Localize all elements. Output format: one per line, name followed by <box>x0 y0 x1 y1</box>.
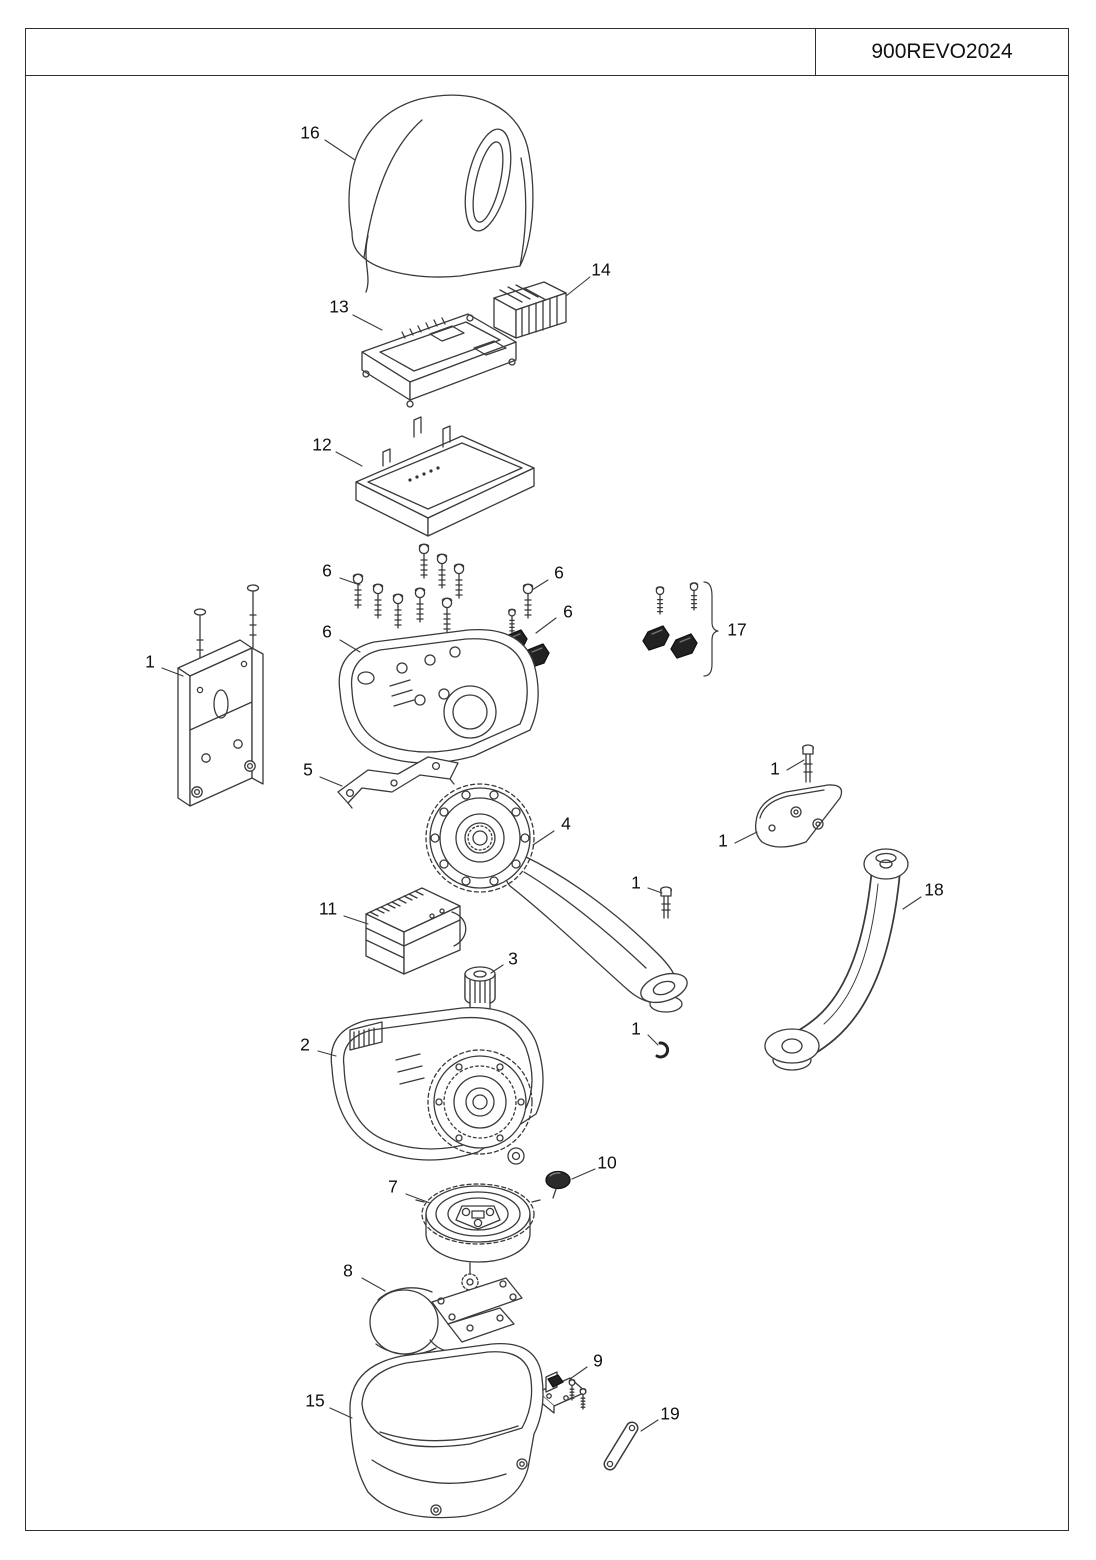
part-18-curved-arm <box>765 849 908 1070</box>
part-1-c-clip <box>657 1043 668 1057</box>
part-13-control-board <box>362 314 516 407</box>
callout-label-2: 2 <box>300 1034 310 1055</box>
callout-label-16: 16 <box>300 122 320 143</box>
part-4-output-gear-arm <box>426 784 691 1012</box>
part-1-wall-bracket <box>178 585 263 806</box>
part-6-upper-housing <box>339 630 538 763</box>
callout-label-1e: 1 <box>631 1018 641 1039</box>
callout-label-1c: 1 <box>718 830 728 851</box>
callout-label-11: 11 <box>318 898 338 919</box>
callout-label-12: 12 <box>312 434 332 455</box>
title-box-divider <box>815 28 816 75</box>
callout-label-1a: 1 <box>145 651 155 672</box>
callout-label-13: 13 <box>329 296 349 317</box>
callout-label-6b: 6 <box>554 562 564 583</box>
callout-label-18: 18 <box>924 879 944 900</box>
part-1-arm-bracket <box>756 785 842 847</box>
callout-label-17: 17 <box>727 619 747 640</box>
callout-label-6d: 6 <box>322 621 332 642</box>
part-17-cam-kit <box>642 582 718 676</box>
callout-label-9: 9 <box>593 1350 603 1371</box>
part-15-bottom-cover <box>350 1344 543 1518</box>
callout-label-7: 7 <box>388 1176 398 1197</box>
callout-label-6c: 6 <box>563 601 573 622</box>
screw-item-1-mid <box>661 887 672 918</box>
screw-set <box>352 543 534 633</box>
callout-label-8: 8 <box>343 1260 353 1281</box>
callout-label-19: 19 <box>660 1403 680 1424</box>
part-10-cap <box>546 1172 570 1199</box>
callout-label-1d: 1 <box>631 872 641 893</box>
part-2-gearbox-housing <box>331 1008 543 1164</box>
part-1-screw-right <box>803 745 814 782</box>
part-11-transformer <box>366 888 466 974</box>
leader-lines <box>162 140 921 1431</box>
part-9-switch-bracket <box>538 1372 586 1413</box>
callout-label-3: 3 <box>508 948 518 969</box>
callout-label-1b: 1 <box>770 758 780 779</box>
callout-label-4: 4 <box>561 813 571 834</box>
callout-label-6a: 6 <box>322 560 332 581</box>
document-title: 900REVO2024 <box>871 40 1013 63</box>
part-16-top-cover <box>349 95 533 292</box>
callout-label-5: 5 <box>303 759 313 780</box>
part-19-release-link <box>607 1425 634 1466</box>
callout-label-15: 15 <box>305 1390 325 1411</box>
part-12-mount-tray <box>356 417 534 536</box>
part-14-heatsink-module <box>494 282 566 338</box>
part-7-brake-disc <box>416 1184 540 1262</box>
page-border-frame <box>25 28 1069 1531</box>
callout-label-10: 10 <box>597 1152 617 1173</box>
callout-label-14: 14 <box>591 259 611 280</box>
part-8-motor <box>370 1263 522 1354</box>
part-5-release-plate <box>338 757 458 808</box>
header-divider-line <box>25 75 1069 76</box>
